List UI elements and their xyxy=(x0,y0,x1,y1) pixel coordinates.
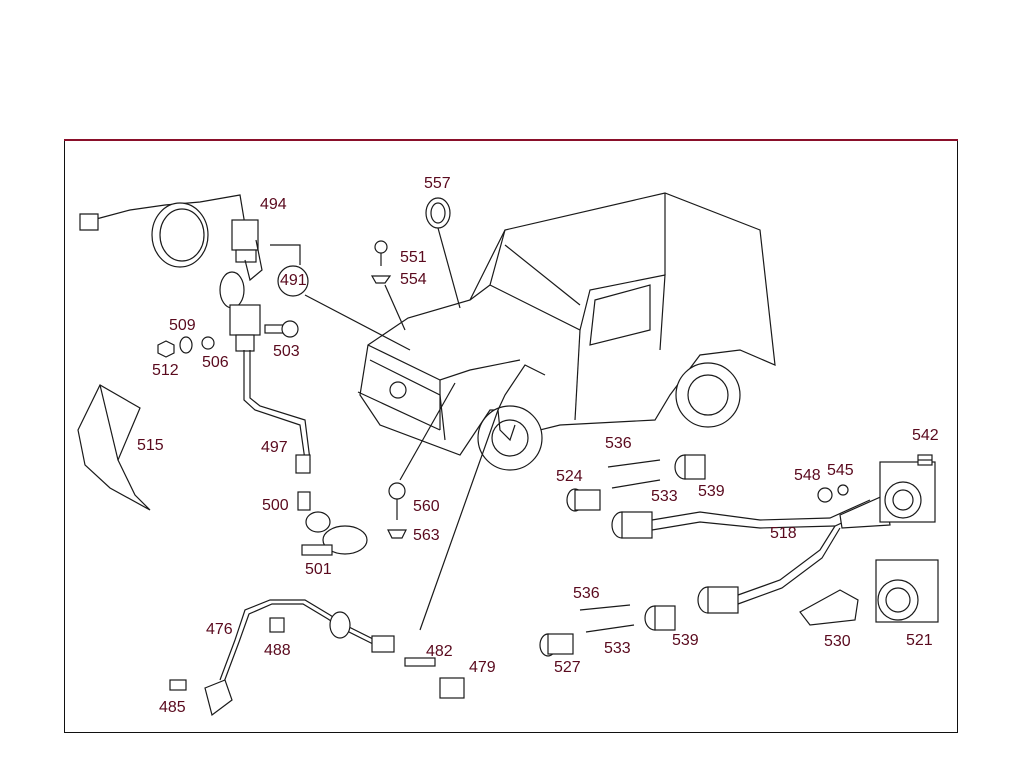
part-top-fasteners xyxy=(370,197,461,539)
label-521: 521 xyxy=(906,632,933,649)
label-524: 524 xyxy=(556,468,583,485)
frame-top-rule xyxy=(64,139,958,141)
label-512: 512 xyxy=(152,362,179,379)
label-530: 530 xyxy=(824,633,851,650)
label-479: 479 xyxy=(469,659,496,676)
label-557: 557 xyxy=(424,175,451,192)
label-476: 476 xyxy=(206,621,233,638)
part-491-socket xyxy=(219,244,411,474)
part-476-lead xyxy=(169,364,546,717)
label-539-bottom: 539 xyxy=(672,632,699,649)
part-515-shield xyxy=(77,384,151,511)
label-506: 506 xyxy=(202,354,229,371)
label-563: 563 xyxy=(413,527,440,544)
label-518: 518 xyxy=(770,525,797,542)
label-488: 488 xyxy=(264,642,291,659)
label-542: 542 xyxy=(912,427,939,444)
part-hardware-group xyxy=(157,320,299,358)
label-515: 515 xyxy=(137,437,164,454)
label-485: 485 xyxy=(159,699,186,716)
label-494: 494 xyxy=(260,196,287,213)
part-500-501 xyxy=(297,491,368,556)
label-545: 545 xyxy=(827,462,854,479)
vehicle-outline xyxy=(357,192,776,471)
label-503: 503 xyxy=(273,343,300,360)
label-533-top: 533 xyxy=(651,488,678,505)
label-548: 548 xyxy=(794,467,821,484)
label-482: 482 xyxy=(426,643,453,660)
label-551: 551 xyxy=(400,249,427,266)
label-509: 509 xyxy=(169,317,196,334)
label-560: 560 xyxy=(413,498,440,515)
label-554: 554 xyxy=(400,271,427,288)
part-494-plug-cable xyxy=(79,194,263,282)
label-500: 500 xyxy=(262,497,289,514)
label-536-bottom: 536 xyxy=(573,585,600,602)
part-right-connectors xyxy=(539,454,939,657)
label-527: 527 xyxy=(554,659,581,676)
label-491: 491 xyxy=(280,272,307,289)
label-497: 497 xyxy=(261,439,288,456)
label-533-bottom: 533 xyxy=(604,640,631,657)
label-536-top: 536 xyxy=(605,435,632,452)
label-539-top: 539 xyxy=(698,483,725,500)
label-501: 501 xyxy=(305,561,332,578)
